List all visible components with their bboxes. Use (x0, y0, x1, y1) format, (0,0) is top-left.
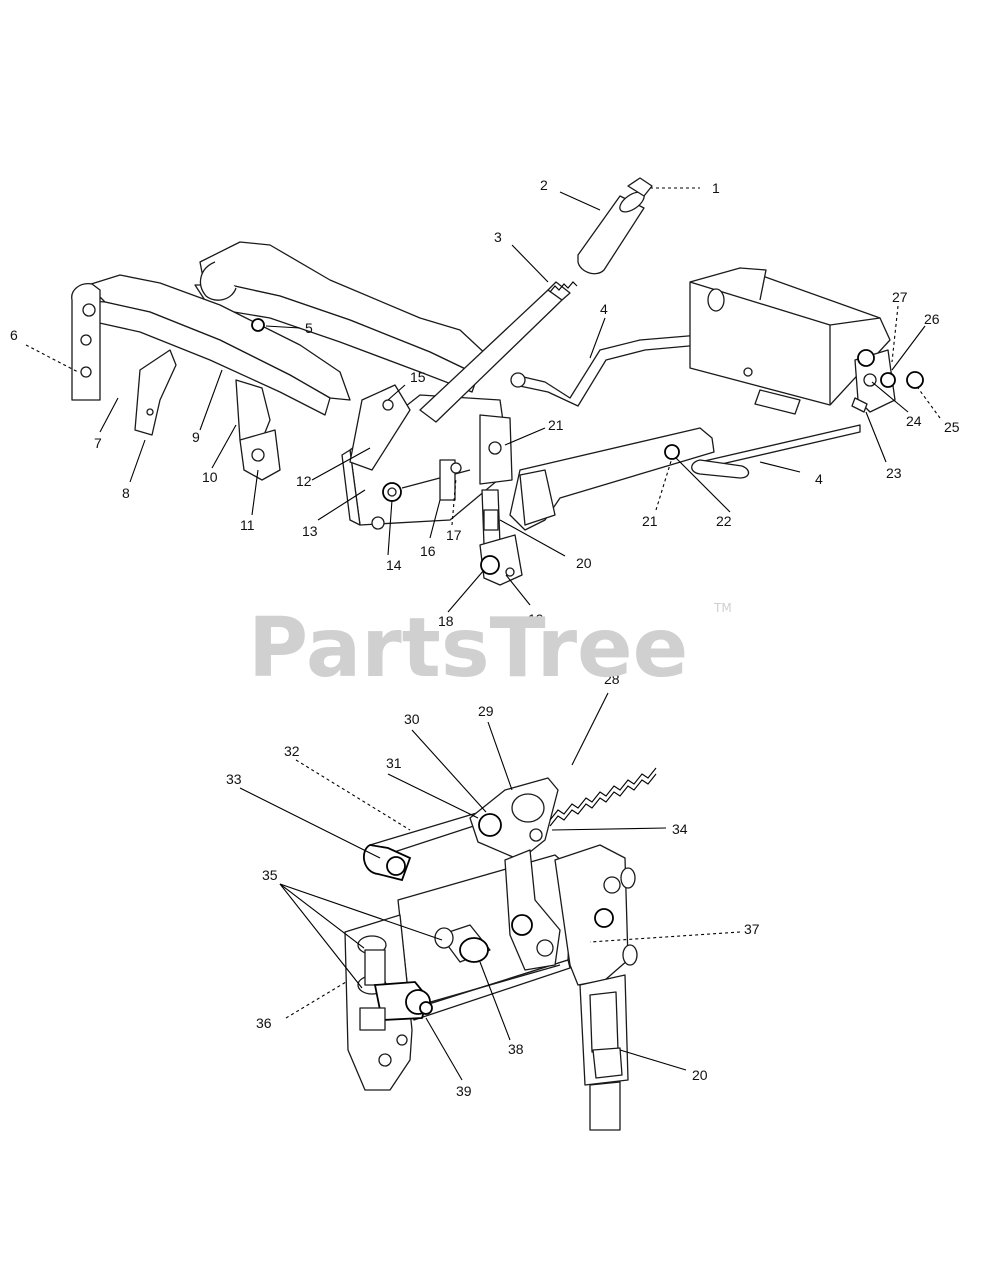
right-pivot-hardware (851, 349, 924, 413)
callout-16: 16 (420, 543, 436, 559)
callout-4: 4 (600, 301, 608, 317)
lever-spring (549, 281, 578, 293)
callout-3: 3 (494, 229, 502, 245)
callout-12: 12 (296, 473, 312, 489)
callout-24: 24 (906, 413, 922, 429)
callout-20: 20 (692, 1067, 708, 1083)
callout-26: 26 (924, 311, 940, 327)
callout-23: 23 (886, 465, 902, 481)
callout-34: 34 (672, 821, 688, 837)
callout-21: 21 (642, 513, 658, 529)
detail-spring (549, 767, 657, 827)
callouts: 1 2 3 4 4 5 6 7 8 9 10 11 12 13 14 15 16… (10, 177, 960, 1099)
callout-38: 38 (508, 1041, 524, 1057)
callout-31: 31 (386, 755, 402, 771)
watermark-trademark: TM (713, 601, 732, 615)
callout-21: 21 (548, 417, 564, 433)
control-rods (510, 334, 861, 479)
callout-18: 18 (438, 613, 454, 629)
callout-11: 11 (240, 517, 255, 533)
callout-8: 8 (122, 485, 130, 501)
callout-29: 29 (478, 703, 494, 719)
callout-19: 19 (528, 611, 544, 627)
frame-rail-front (71, 274, 351, 416)
callout-6: 6 (10, 327, 18, 343)
frame-rail-rear (194, 241, 491, 393)
callout-10: 10 (202, 469, 218, 485)
watermark-brand: PartsTree (248, 601, 688, 696)
rear-housing (689, 267, 891, 415)
lower-link-arm (479, 427, 715, 586)
leader-lines (25, 187, 941, 1081)
callout-2: 2 (540, 177, 548, 193)
callout-39: 39 (456, 1083, 472, 1099)
callout-25: 25 (944, 419, 960, 435)
handle-grip (577, 177, 653, 275)
detail-end-plate (344, 914, 433, 1091)
callout-32: 32 (284, 743, 300, 759)
center-bracket (341, 384, 513, 530)
callout-33: 33 (226, 771, 242, 787)
callout-30: 30 (404, 711, 420, 727)
callout-4: 4 (815, 471, 823, 487)
callout-36: 36 (256, 1015, 272, 1031)
callout-28: 28 (604, 671, 620, 687)
control-lever (419, 281, 571, 423)
watermark: PartsTree TM (248, 601, 732, 696)
detail-right-bracket (554, 844, 638, 1131)
detail-rod (363, 811, 487, 882)
callout-27: 27 (892, 289, 908, 305)
callout-22: 22 (716, 513, 732, 529)
frame-brackets (134, 318, 281, 481)
callout-9: 9 (192, 429, 200, 445)
callout-7: 7 (94, 435, 102, 451)
callout-20: 20 (576, 555, 592, 571)
callout-17: 17 (446, 527, 462, 543)
callout-5: 5 (305, 320, 313, 336)
callout-15: 15 (410, 369, 426, 385)
detail-pin (434, 924, 491, 963)
callout-37: 37 (744, 921, 760, 937)
callout-1: 1 (712, 180, 720, 196)
detail-clevis (469, 777, 561, 971)
callout-14: 14 (386, 557, 402, 573)
callout-35: 35 (262, 867, 278, 883)
callout-13: 13 (302, 523, 318, 539)
